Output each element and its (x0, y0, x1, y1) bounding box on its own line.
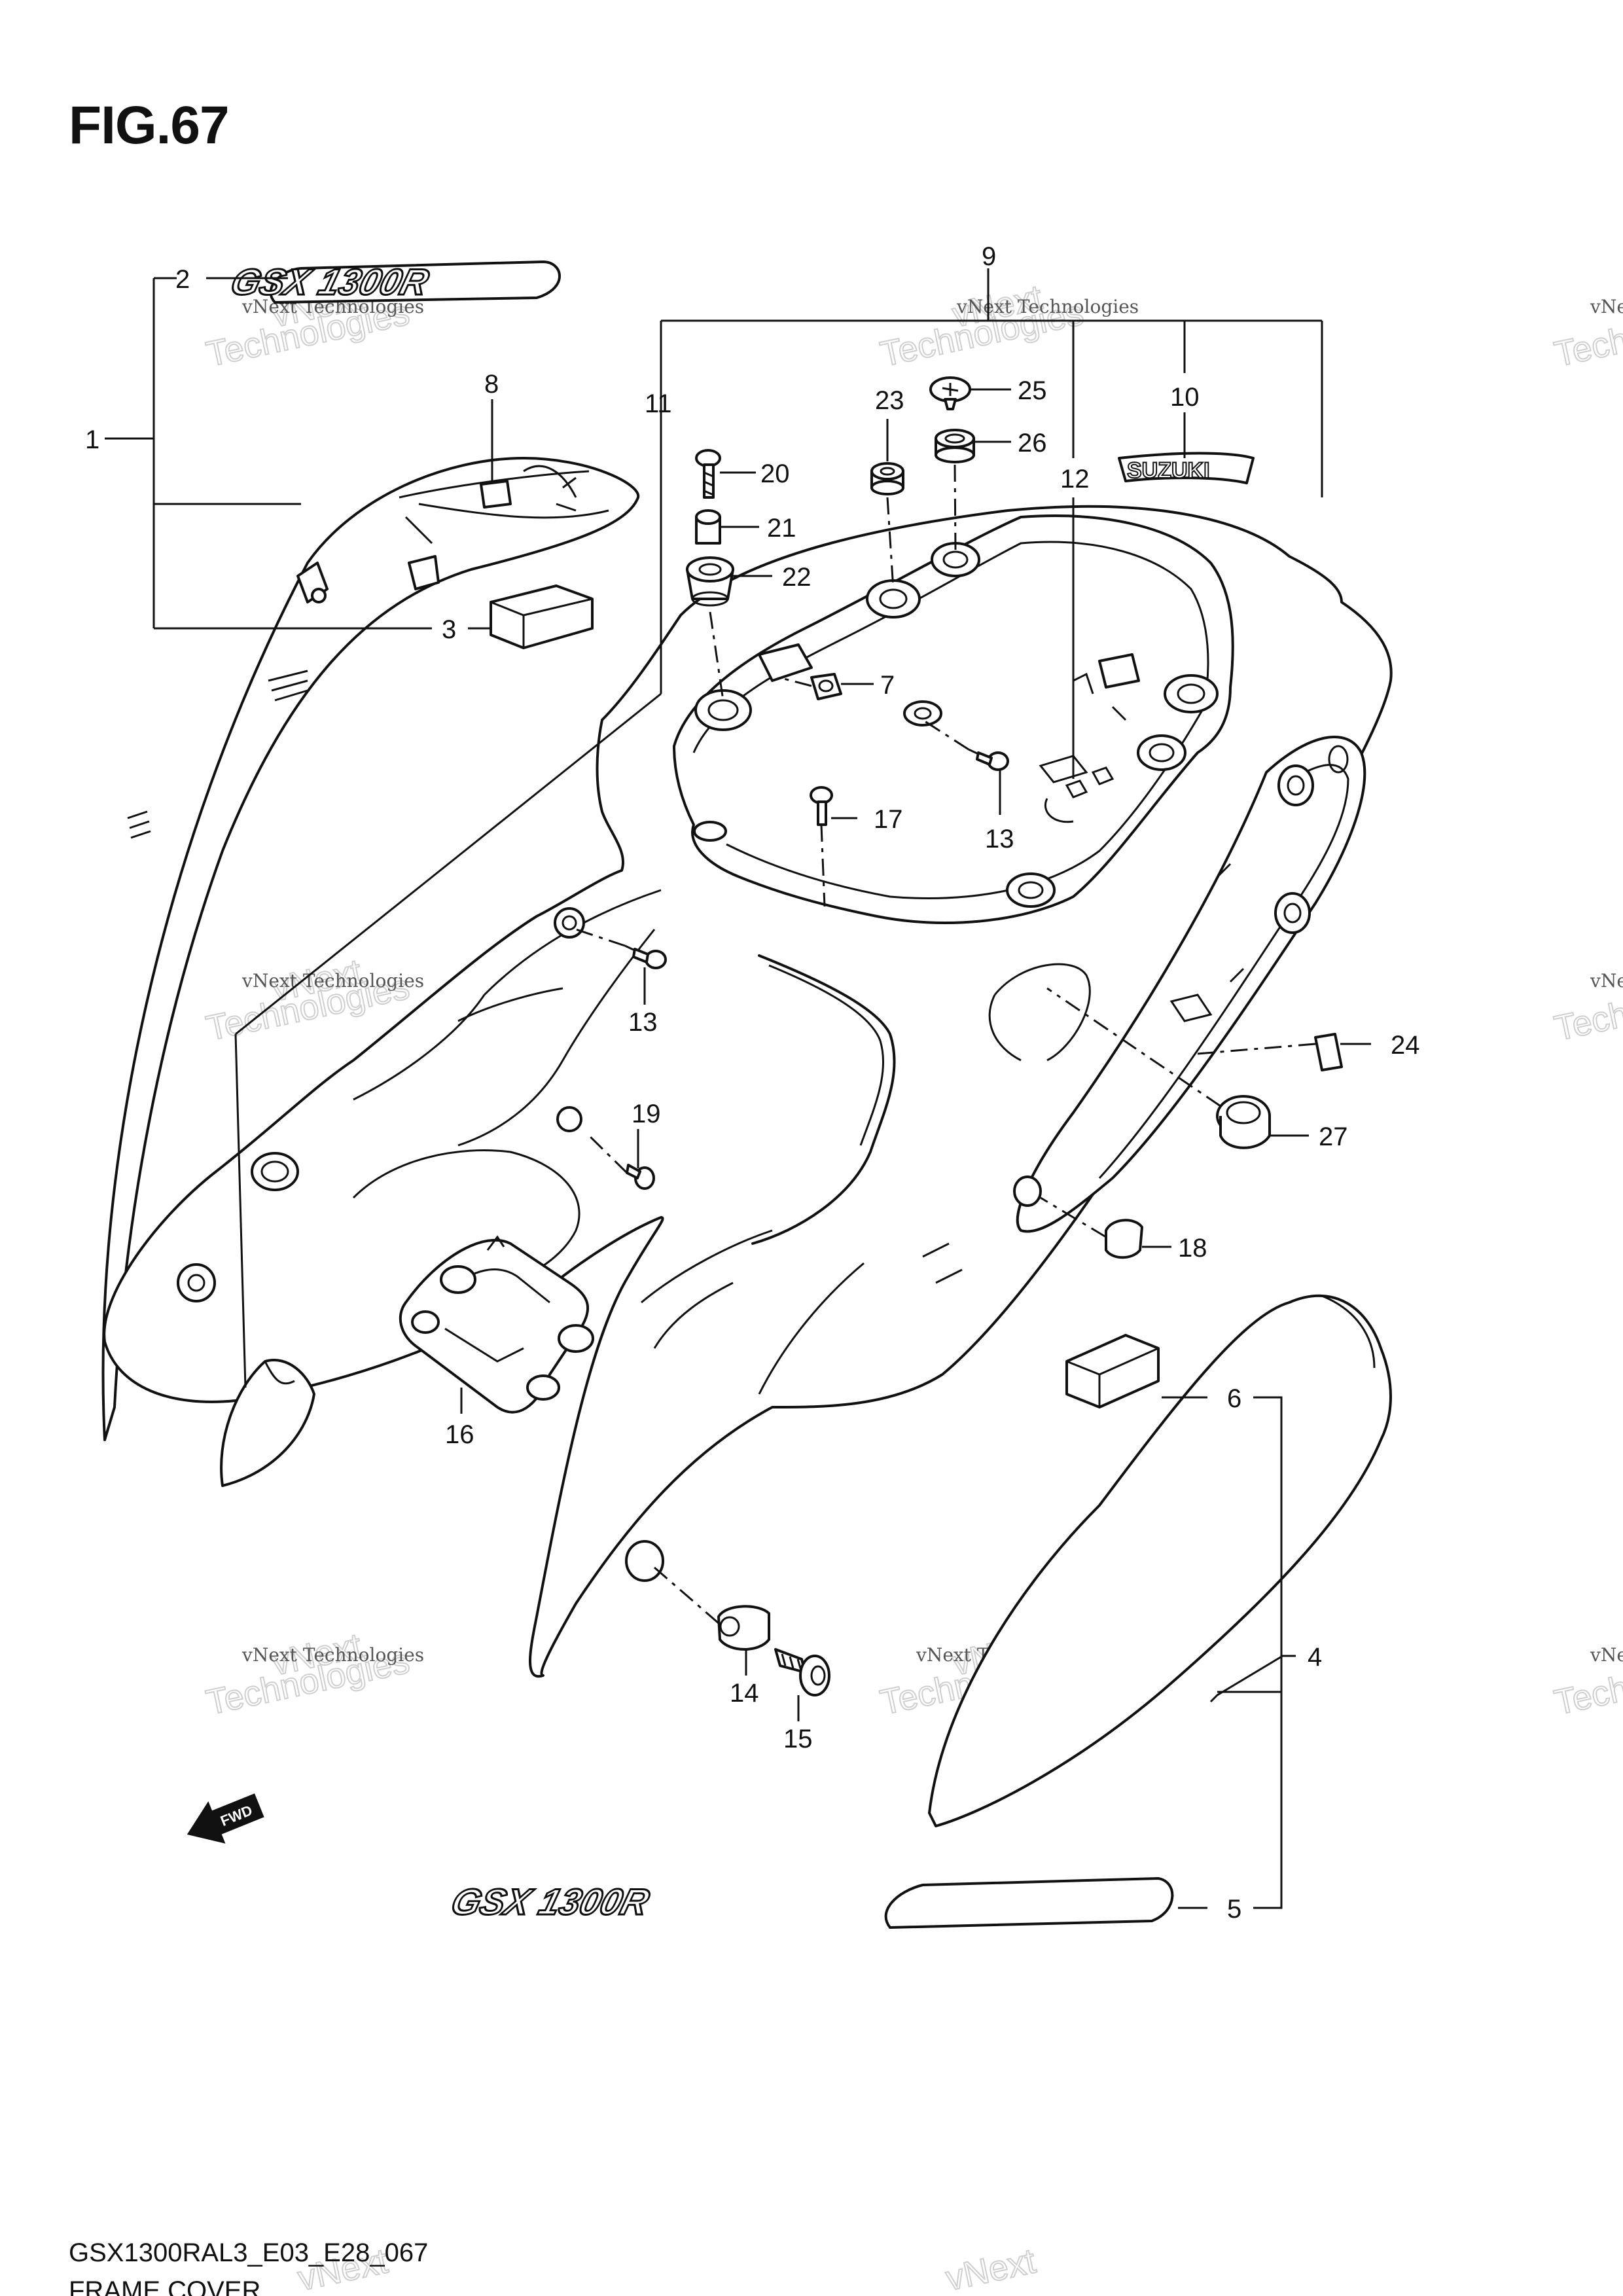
callout-22: 22 (782, 563, 812, 592)
watermark-5: Technologies vNext vNext Technologies (202, 1625, 424, 1723)
figure-title: FIG.67 (69, 96, 230, 155)
callout-15: 15 (783, 1725, 813, 1753)
svg-text:vNext Technologies: vNext Technologies (241, 1644, 424, 1666)
emblem-suzuki: SUZUKI (1118, 452, 1255, 484)
assembly-lines (575, 464, 1316, 1624)
rivet-17 (810, 786, 833, 826)
callout-16: 16 (445, 1420, 474, 1449)
callout-24: 24 (1391, 1031, 1420, 1060)
left-side-cover (101, 457, 640, 1441)
callout-7: 7 (880, 671, 895, 700)
nut-7 (810, 673, 842, 700)
grommet-23 (870, 462, 904, 495)
callout-labels: 1 2 3 4 5 6 7 8 9 10 11 12 13 13 14 15 1… (85, 242, 1420, 1924)
watermark-7: Technologies vNext Technologies (1550, 293, 1623, 375)
watermark-2: Technologies vNext vNext Technologies (876, 277, 1139, 374)
screw-19 (626, 1164, 655, 1190)
svg-text:GSX 1300R: GSX 1300R (226, 262, 433, 303)
callout-18: 18 (1178, 1234, 1207, 1263)
cap-27 (1216, 1095, 1271, 1149)
svg-text:vNext Technologies: vNext Technologies (1590, 970, 1623, 992)
cushion-6 (1065, 1334, 1160, 1408)
callout-9: 9 (982, 242, 996, 271)
svg-text:SUZUKI: SUZUKI (1127, 458, 1210, 483)
callout-13-lower: 13 (628, 1008, 658, 1037)
cover-inner-recess (988, 963, 1091, 1062)
callout-25: 25 (1018, 376, 1047, 405)
cushion-14 (717, 1605, 770, 1651)
callout-2: 2 (175, 265, 190, 294)
callout-11: 11 (645, 389, 672, 418)
callout-10: 10 (1170, 383, 1200, 412)
right-side-cover (928, 1294, 1392, 1827)
callout-1: 1 (85, 425, 99, 454)
grommet-22 (686, 556, 734, 607)
watermark-8: Technologies vNext Technologies (1550, 967, 1623, 1049)
callout-26: 26 (1018, 429, 1047, 457)
callout-3: 3 (442, 615, 456, 644)
label-12 (1044, 798, 1074, 823)
bolt-15 (774, 1648, 830, 1696)
callout-20: 20 (760, 459, 790, 488)
screw-20 (695, 449, 721, 499)
svg-text:vNext Technologies: vNext Technologies (1590, 296, 1623, 317)
cushion-3 (490, 584, 594, 649)
grommet-26 (935, 429, 975, 463)
svg-text:GSX 1300R: GSX 1300R (447, 1882, 654, 1923)
spacer-21 (695, 509, 721, 545)
callout-6: 6 (1227, 1384, 1241, 1413)
callout-17: 17 (874, 805, 903, 834)
decal-model-bottom: GSX 1300R (446, 1877, 1174, 1929)
leader-lines (105, 268, 1371, 1909)
callout-23: 23 (875, 386, 904, 415)
callout-4: 4 (1308, 1643, 1322, 1672)
rivet-25 (929, 376, 971, 410)
callout-13-upper: 13 (985, 825, 1014, 853)
figure-caption: FRAME COVER (69, 2276, 261, 2296)
bracket-16 (399, 1235, 594, 1414)
callout-21: 21 (767, 514, 796, 543)
screw-13-upper (968, 748, 1009, 771)
svg-text:vNext Technologies: vNext Technologies (241, 970, 424, 992)
screw-13-lower (624, 944, 667, 969)
callout-14: 14 (730, 1679, 759, 1708)
svg-text:vNext Technologies: vNext Technologies (1590, 1644, 1623, 1666)
forward-arrow-icon: FWD (187, 1793, 264, 1844)
model-code: GSX1300RAL3_E03_E28_067 (69, 2238, 429, 2267)
label-24 (1314, 1033, 1343, 1071)
lower-left-panel (220, 1359, 315, 1487)
callout-5: 5 (1227, 1895, 1241, 1924)
callout-8: 8 (484, 370, 499, 399)
callout-19: 19 (632, 1100, 661, 1128)
svg-text:vNext: vNext (942, 2241, 1039, 2296)
decal-model-top: GSX 1300R (226, 260, 561, 304)
cushion-18 (1105, 1219, 1143, 1259)
rear-frame-cover (103, 505, 1393, 1678)
callout-27: 27 (1319, 1122, 1348, 1151)
watermark-9: Technologies vNext Technologies (1550, 1641, 1623, 1723)
callout-12: 12 (1060, 465, 1090, 493)
svg-text:vNext Technologies: vNext Technologies (956, 296, 1139, 317)
